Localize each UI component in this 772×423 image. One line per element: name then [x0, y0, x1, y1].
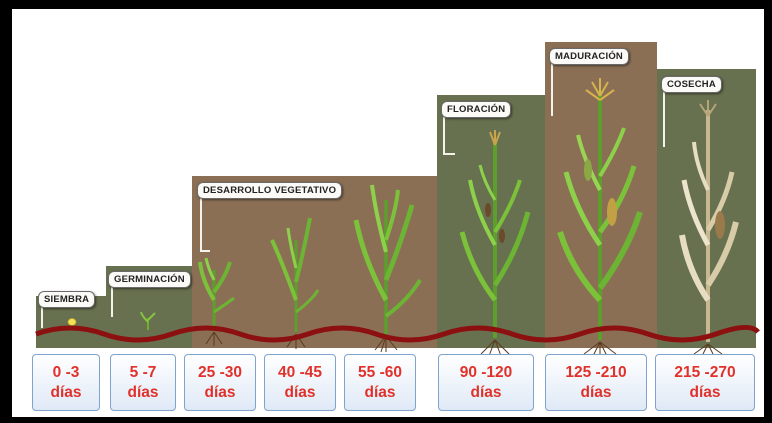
days-box-maduracion: 125 -210 días [545, 354, 647, 411]
days-unit: días [689, 384, 721, 401]
days-box-vegetativo-2: 40 -45 días [264, 354, 336, 411]
days-range: 25 -30 [198, 364, 242, 381]
days-range: 90 -120 [459, 364, 513, 381]
corn-plant-icon [353, 184, 422, 334]
days-range: 5 -7 [129, 364, 157, 381]
days-box-vegetativo-1: 25 -30 días [184, 354, 256, 411]
tag-desarrollo-vegetativo: DESARROLLO VEGETATIVO [197, 182, 343, 199]
days-box-cosecha: 215 -270 días [655, 354, 755, 411]
days-range: 215 -270 [674, 364, 736, 381]
corn-plant-icon [198, 257, 235, 330]
tag-siembra: SIEMBRA [38, 291, 96, 308]
days-range: 40 -45 [278, 364, 322, 381]
tag-germinacion: GERMINACIÓN [108, 271, 191, 288]
tag-floracion: FLORACIÓN [441, 101, 512, 118]
days-unit: días [470, 384, 502, 401]
days-range: 125 -210 [565, 364, 627, 381]
days-unit: días [204, 384, 236, 401]
roots [205, 331, 723, 357]
days-unit: días [364, 384, 396, 401]
tag-maduracion: MADURACIÓN [549, 48, 629, 65]
days-box-vegetativo-3: 55 -60 días [344, 354, 416, 411]
days-range: 55 -60 [358, 364, 402, 381]
flowering-corn-icon [459, 130, 531, 338]
tag-cosecha: COSECHA [661, 76, 722, 93]
soil-line [35, 325, 760, 343]
days-unit: días [127, 384, 159, 401]
days-unit: días [50, 384, 82, 401]
days-box-germinacion: 5 -7 días [110, 354, 176, 411]
days-range: 0 -3 [52, 364, 80, 381]
corn-plant-icon [270, 217, 320, 332]
seed-icon [67, 318, 77, 326]
days-box-floracion: 90 -120 días [438, 354, 534, 411]
days-unit: días [580, 384, 612, 401]
dry-corn-icon [679, 100, 739, 342]
days-unit: días [284, 384, 316, 401]
mature-corn-icon [557, 78, 643, 340]
sprout-icon [140, 311, 156, 330]
days-box-siembra: 0 -3 días [32, 354, 100, 411]
